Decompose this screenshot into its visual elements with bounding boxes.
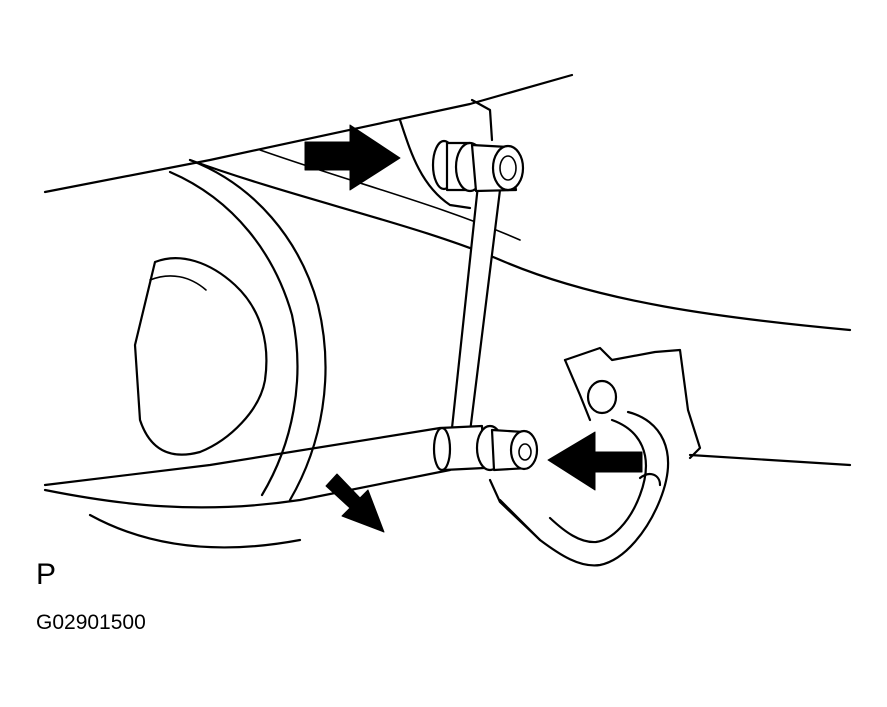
frame-outline (43, 73, 852, 332)
arrow-right-icon (304, 124, 401, 191)
lower-arm (43, 426, 852, 549)
figure-code: G02901500 (36, 611, 146, 634)
stabilizer-link (431, 139, 539, 472)
view-letter: P (36, 558, 57, 591)
arrow-down-right-icon (325, 473, 385, 533)
arrow-left-icon (547, 431, 643, 491)
axle-housing (133, 158, 327, 502)
stabilizer-bar (488, 346, 702, 567)
